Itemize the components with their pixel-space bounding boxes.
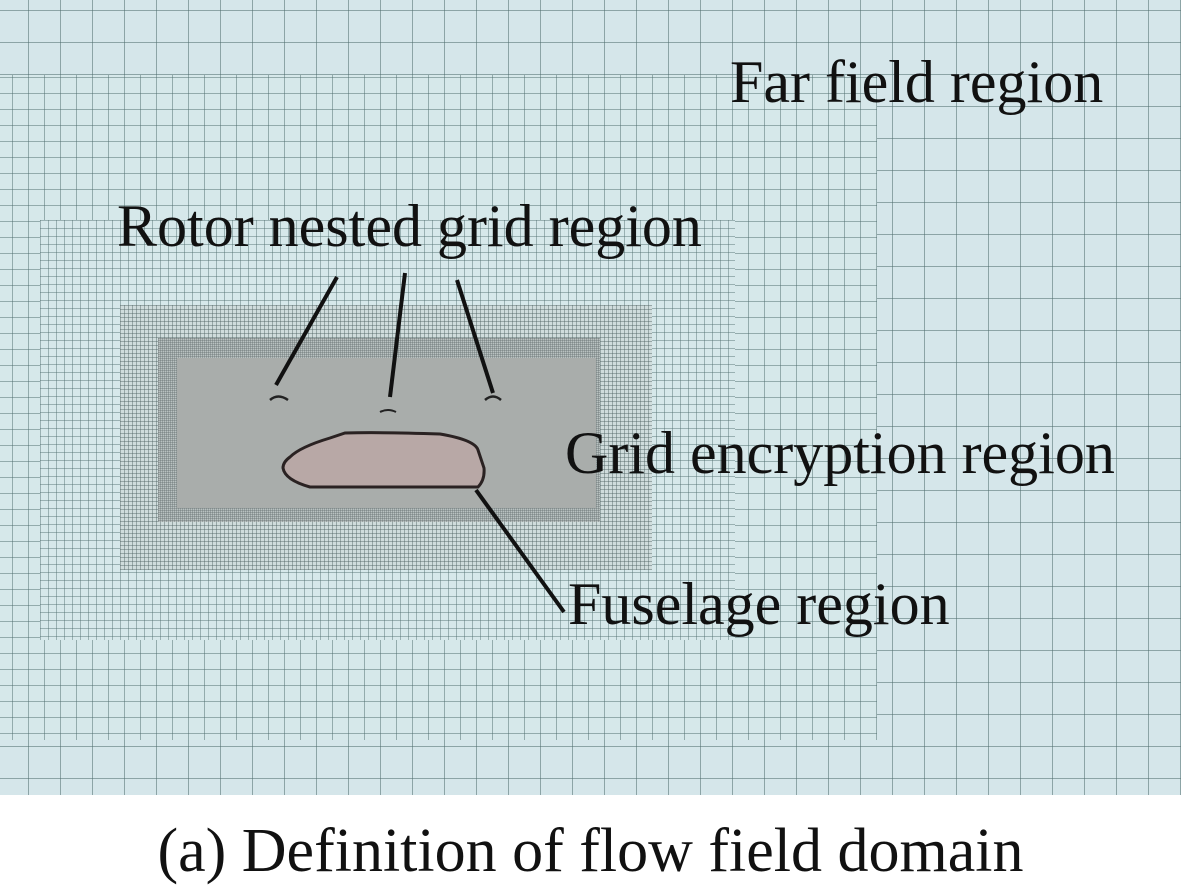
label-grid-encryption: Grid encryption region xyxy=(565,420,1115,486)
leader-line-rotor-center xyxy=(388,272,407,398)
rotor-center xyxy=(379,409,397,413)
leader-line-rotor-left xyxy=(274,276,339,386)
far-field-grid: Far field region Rotor nested grid regio… xyxy=(0,0,1181,795)
label-fuselage: Fuselage region xyxy=(568,571,950,637)
leader-line-rotor-right xyxy=(455,279,495,394)
figure-caption: (a) Definition of flow field domain xyxy=(157,817,1024,885)
fuselage-shape xyxy=(281,431,486,489)
annotation-layer xyxy=(269,272,566,614)
rotor-right xyxy=(484,395,502,401)
leader-line-fuselage xyxy=(474,488,566,614)
label-rotor-nested: Rotor nested grid region xyxy=(117,193,702,259)
rotor-left xyxy=(269,395,289,402)
label-far-field: Far field region xyxy=(730,49,1104,115)
